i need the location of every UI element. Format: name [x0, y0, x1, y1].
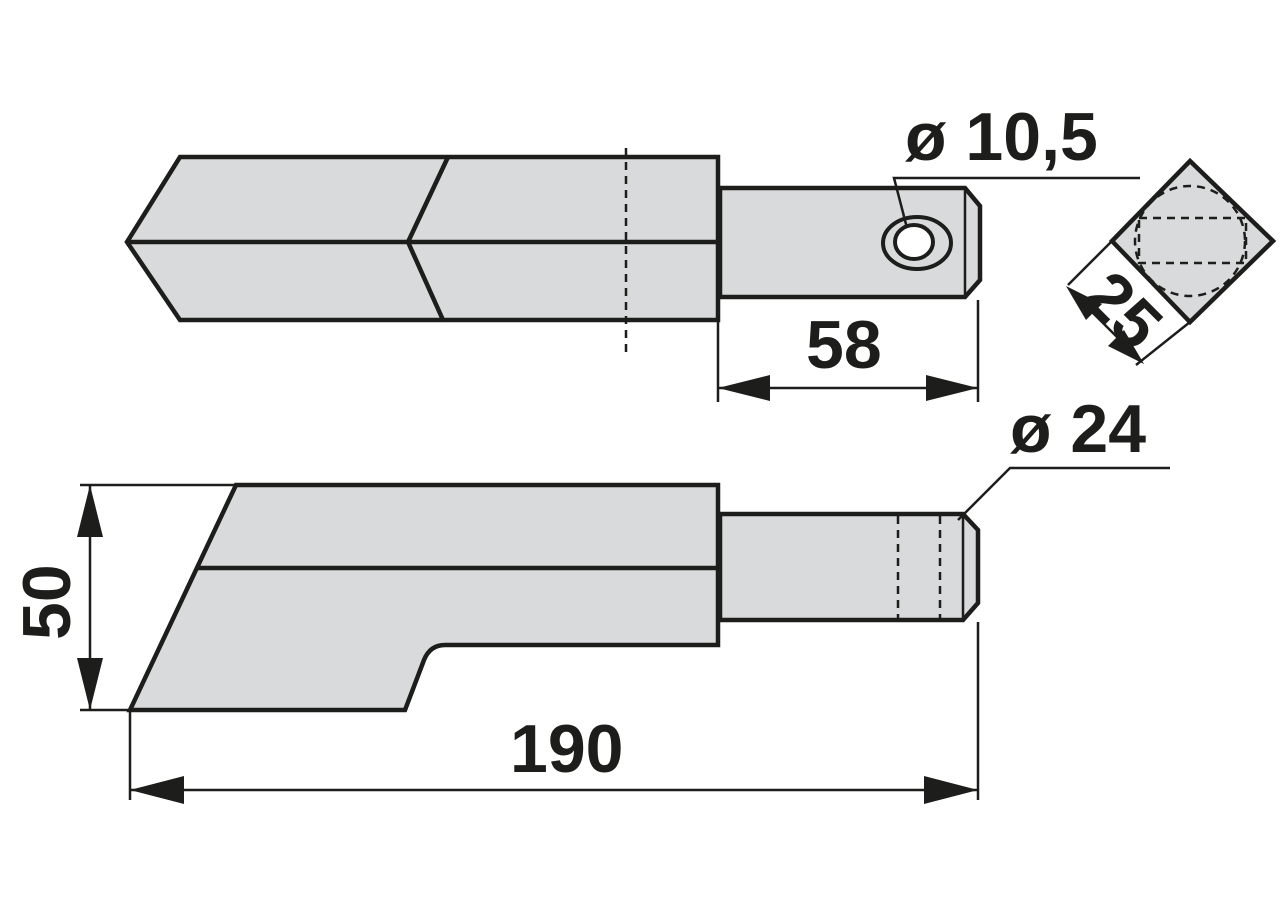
top-view: ø 10,5 58 — [124, 99, 1140, 402]
section-view: 25 — [1066, 157, 1277, 366]
shaft-arrow-left — [718, 375, 770, 401]
section-hidden-square — [1137, 216, 1248, 265]
shaft-diameter-leader — [957, 466, 1170, 521]
shaft-length-label: 58 — [806, 307, 882, 383]
section-arrow-b — [1108, 330, 1144, 364]
height-arrow-top — [77, 485, 103, 537]
hole-leader — [892, 176, 1140, 229]
cross-hole-inner — [893, 223, 935, 261]
section-ext-a — [1067, 240, 1113, 286]
section-ext-b — [1135, 321, 1191, 366]
top-bevel-upper — [405, 156, 451, 243]
hole-diameter-label: ø 10,5 — [905, 99, 1098, 175]
side-body — [126, 482, 721, 713]
section-arrow-a — [1066, 286, 1102, 320]
length-arrow-left — [130, 776, 184, 804]
top-bevel-lower — [405, 241, 446, 321]
side-view: ø 24 50 190 — [9, 391, 1170, 804]
shaft-diameter-label: ø 24 — [1010, 391, 1146, 467]
total-length-label: 190 — [510, 711, 623, 787]
length-arrow-right — [924, 776, 978, 804]
height-label: 50 — [9, 564, 85, 640]
top-body — [124, 154, 721, 323]
height-arrow-bottom — [77, 658, 103, 710]
shaft-arrow-right — [926, 375, 978, 401]
section-hidden-circle — [1133, 184, 1247, 298]
